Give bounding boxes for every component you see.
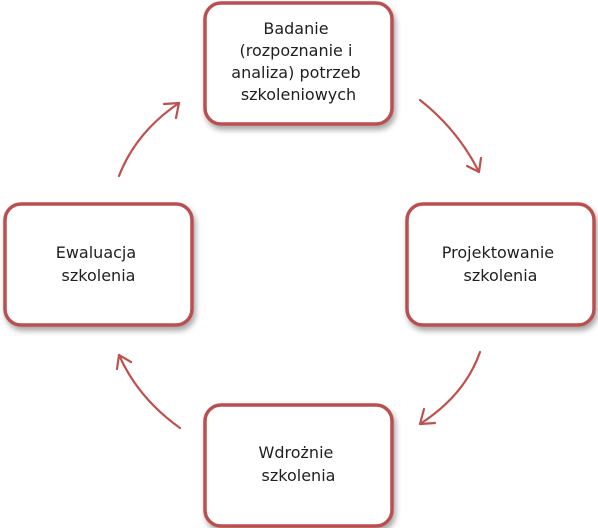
node-top-line-1: Badanie	[263, 19, 328, 38]
node-right: Projektowanie szkolenia	[405, 202, 596, 327]
arrow-top-to-right-head	[465, 156, 483, 174]
arrow-right-to-bottom-head	[418, 407, 437, 426]
node-left-text: Ewaluacja szkolenia	[56, 243, 142, 285]
node-right-line-2: szkolenia	[464, 266, 538, 285]
arrow-bottom-to-left	[115, 353, 182, 430]
node-top: Badanie (rozpoznanie i analiza) potrzeb …	[203, 1, 394, 126]
arrow-top-to-right	[418, 98, 483, 174]
node-top-line-3: analiza) potrzeb	[231, 63, 360, 82]
arrow-bottom-to-left-head	[115, 353, 133, 371]
node-left-line-1: Ewaluacja	[56, 243, 136, 262]
node-bottom-line-2: szkolenia	[262, 466, 336, 485]
arrow-left-to-top-head	[162, 101, 181, 120]
node-bottom-box	[203, 403, 394, 528]
arrow-right-to-bottom	[418, 350, 482, 426]
node-top-box	[203, 1, 394, 126]
node-right-line-1: Projektowanie	[442, 243, 554, 262]
node-left: Ewaluacja szkolenia	[3, 202, 194, 327]
node-bottom: Wdrożnie szkolenia	[203, 403, 394, 528]
arrow-left-to-top	[117, 101, 181, 178]
node-bottom-line-1: Wdrożnie	[259, 443, 334, 462]
node-right-box	[405, 202, 596, 327]
arrow-right-to-bottom-line	[418, 350, 482, 426]
node-top-line-2: (rozpoznanie i	[240, 41, 353, 60]
arrow-bottom-to-left-line	[117, 353, 182, 430]
node-top-text: Badanie (rozpoznanie i analiza) potrzeb …	[231, 19, 365, 104]
arrow-top-to-right-line	[418, 98, 481, 174]
node-top-line-4: szkoleniowych	[241, 85, 356, 104]
node-bottom-text: Wdrożnie szkolenia	[259, 443, 339, 485]
node-left-line-2: szkolenia	[62, 266, 136, 285]
arrow-left-to-top-line	[117, 101, 181, 178]
node-right-text: Projektowanie szkolenia	[442, 243, 559, 285]
node-left-box	[3, 202, 194, 327]
